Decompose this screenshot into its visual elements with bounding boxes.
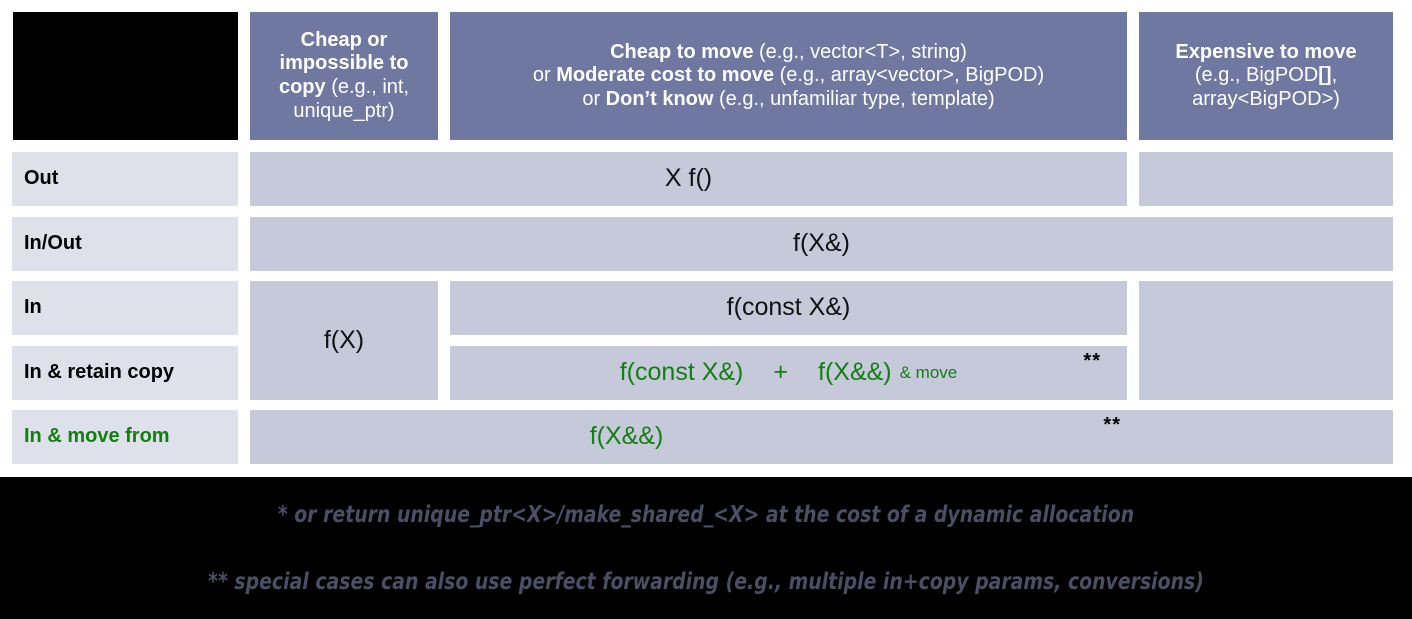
header-line: copy (e.g., int,	[278, 76, 410, 98]
footnote-marker-double-star: **	[1103, 414, 1121, 436]
cell-move-from-signature: f(X&&) **	[250, 410, 1393, 464]
footnotes-area: * or return unique_ptr<X>/make_shared_<X…	[0, 477, 1412, 619]
row-label-text: In & move from	[24, 425, 170, 448]
footnote-single-star: * or return unique_ptr<X>/make_shared_<X…	[277, 502, 1135, 528]
header-line: or Moderate cost to move (e.g., array<ve…	[532, 64, 1045, 87]
signature-text: f(X)	[323, 325, 365, 354]
row-label-text: In & retain copy	[24, 361, 175, 384]
header-line: unique_ptr)	[293, 99, 395, 122]
header-line: (e.g., BigPOD[],	[1194, 64, 1338, 87]
table-corner-block	[13, 12, 238, 140]
plus-operator: +	[773, 358, 788, 387]
row-label-in-move-from: In & move from	[12, 410, 238, 464]
move-note: & move	[899, 362, 958, 382]
cell-in-out-signature: f(X&)	[250, 217, 1393, 271]
row-label-text: In/Out	[24, 232, 82, 255]
row-label-in-retain-copy: In & retain copy	[12, 346, 238, 400]
cell-in-signature: f(const X&)	[450, 281, 1127, 335]
header-line: Expensive to move	[1175, 40, 1357, 63]
move-from-inner: f(X&&) **	[250, 410, 1393, 464]
row-label-text: In	[24, 296, 42, 319]
header-line: array<BigPOD>)	[1192, 87, 1340, 110]
header-line: Cheap to move (e.g., vector<T>, string)	[610, 40, 967, 63]
column-header-expensive-move: Expensive to move (e.g., BigPOD[], array…	[1139, 12, 1393, 140]
footnote-double-star: ** special cases can also use perfect fo…	[208, 569, 1204, 595]
signature-text: f(X&)	[793, 229, 850, 258]
cell-in-cheap-copy-signature: f(X)	[250, 281, 438, 400]
footnote-marker-double-star: **	[1083, 350, 1101, 372]
row-label-text: Out	[24, 167, 59, 190]
signature-part-two: f(X&&)	[818, 358, 892, 387]
row-label-out: Out	[12, 152, 238, 206]
row-label-in: In	[12, 281, 238, 335]
header-line: impossible to	[279, 52, 409, 75]
row-label-in-out: In/Out	[12, 217, 238, 271]
header-line: or Don’t know (e.g., unfamiliar type, te…	[582, 87, 995, 110]
column-header-cheap-move: Cheap to move (e.g., vector<T>, string) …	[450, 12, 1127, 140]
column-header-cheap-copy: Cheap or impossible to copy (e.g., int, …	[250, 12, 438, 140]
signature-text: X f()	[664, 164, 713, 193]
cell-in-expensive-empty	[1139, 281, 1393, 400]
retain-copy-inner: f(const X&) + f(X&&) & move **	[450, 346, 1127, 400]
header-line: Cheap or	[300, 28, 388, 51]
cell-out-expensive-empty	[1139, 152, 1393, 206]
signature-text: f(X&&)	[589, 422, 664, 451]
cell-out-signature: X f()	[250, 152, 1127, 206]
cell-retain-copy-signature: f(const X&) + f(X&&) & move **	[450, 346, 1127, 400]
signature-text: f(const X&)	[726, 293, 851, 322]
signature-part-one: f(const X&)	[619, 358, 744, 387]
table-area: Cheap or impossible to copy (e.g., int, …	[0, 0, 1412, 477]
